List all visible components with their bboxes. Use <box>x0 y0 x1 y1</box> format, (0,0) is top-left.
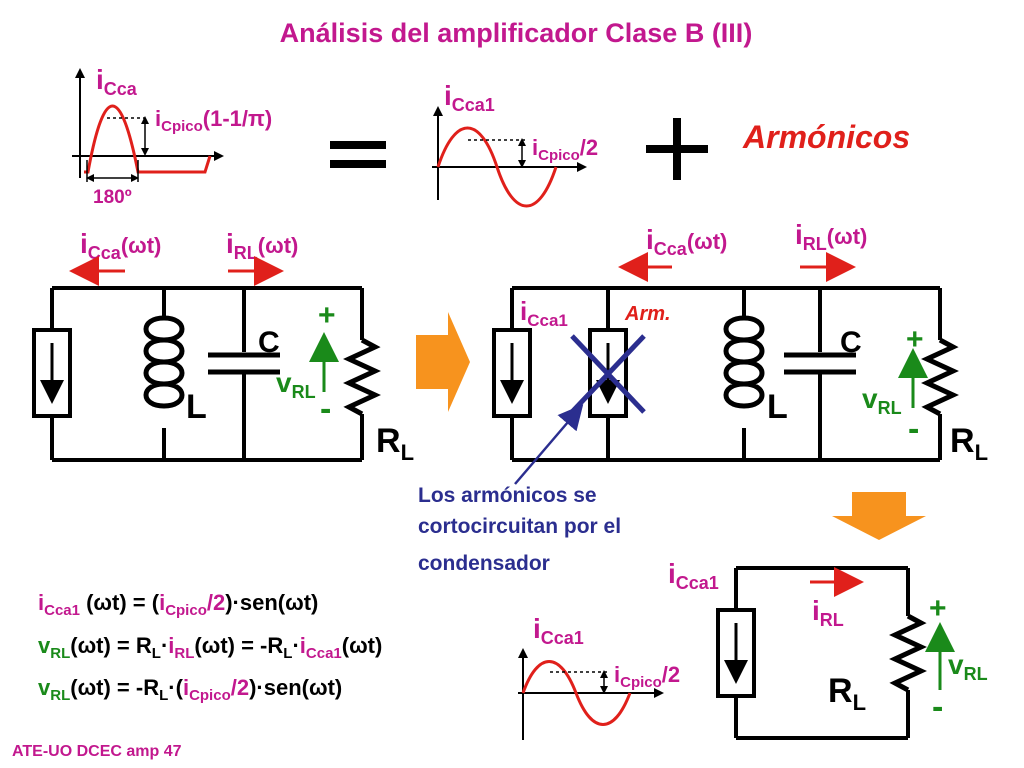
flow-arrow-right-icon <box>416 312 470 412</box>
bottom-sine-plot: iCca1 iCpico/2 <box>518 613 680 740</box>
right-minus-label: - <box>908 410 919 448</box>
bottom-resistor <box>889 613 927 693</box>
harmonics-note: Los armónicos se cortocircuitan por el c… <box>418 484 627 575</box>
flow-arrow-down-icon <box>832 492 926 540</box>
svg-text:iCca: iCca <box>96 64 138 99</box>
armonicos-label: Armónicos <box>742 119 910 155</box>
left-plus-label: + <box>318 299 336 332</box>
svg-text:RL: RL <box>376 422 414 465</box>
eq1-icca1: i <box>38 590 44 615</box>
svg-text:vRL: vRL <box>276 367 316 402</box>
left-icca-label: i <box>80 228 88 259</box>
x-axis-arrow-icon <box>577 162 587 172</box>
arm-label: Arm. <box>624 303 671 325</box>
y-axis-arrow-icon <box>433 106 443 116</box>
bottom-icca1-label: i <box>533 613 541 644</box>
right-circuit: iCca(ωt) iRL(ωt) + - vRL C L RL iCca1 Ar… <box>492 219 988 465</box>
svg-text:iCca1: iCca1 <box>533 613 584 648</box>
eq3-vrl: v <box>38 675 51 700</box>
left-c-label: C <box>258 326 280 359</box>
right-plus-label: + <box>906 323 924 356</box>
svg-text:iRL(ωt): iRL(ωt) <box>795 219 867 254</box>
fundamental-wave-plot: iCca1 iCpico/2 <box>432 80 598 208</box>
half-wave-trace <box>84 104 212 174</box>
svg-text:RL: RL <box>950 422 988 465</box>
right-icca-label: i <box>646 224 654 255</box>
svg-text:vRL(ωt) = RL·iRL(ωt) = -RL·iCc: vRL(ωt) = RL·iRL(ωt) = -RL·iCca1(ωt) <box>38 633 382 662</box>
svg-text:iCpico/2: iCpico/2 <box>532 135 598 164</box>
svg-text:iCpico(1-1/π): iCpico(1-1/π) <box>155 106 272 135</box>
bottom-vrl-label: v <box>948 649 964 680</box>
right-resistor <box>921 337 959 417</box>
x-axis-arrow-icon <box>214 151 224 161</box>
bottom-irl-label: i <box>812 595 820 626</box>
eq2-vrl: v <box>38 633 51 658</box>
svg-text:iCca1: iCca1 <box>444 80 495 115</box>
svg-text:vRL(ωt) = -RL·(iCpico/2)·sen(ω: vRL(ωt) = -RL·(iCpico/2)·sen(ωt) <box>38 675 342 704</box>
footer-label: ATE-UO DCEC amp 47 <box>12 743 182 760</box>
bottom-sine-trace <box>521 660 632 726</box>
right-rl-label: R <box>950 422 975 460</box>
half-wave-plot: iCca iCpico(1-1/π) 180º <box>72 64 272 208</box>
left-resistor <box>343 337 381 417</box>
equations: iCca1 (ωt) = (iCpico/2)·sen(ωt) vRL(ωt) … <box>38 590 382 704</box>
left-circuit: iCca(ωt) iRL(ωt) + - vRL C L RL <box>32 228 414 465</box>
x-axis-arrow-icon <box>654 688 664 698</box>
left-l-label: L <box>186 388 207 426</box>
svg-text:iRL(ωt): iRL(ωt) <box>226 228 298 263</box>
svg-text:iCca(ωt): iCca(ωt) <box>646 224 727 259</box>
left-rl-label: R <box>376 422 401 460</box>
note-pointer-arrow-icon <box>514 404 584 485</box>
bottom-plus-label: + <box>929 592 947 625</box>
right-c-label: C <box>840 326 862 359</box>
right-l-label: L <box>767 388 788 426</box>
svg-text:iCca1: iCca1 <box>520 296 568 330</box>
bottom-icca1-circuit-label: i <box>668 558 676 589</box>
equals-sign <box>330 141 386 168</box>
svg-text:iCca1 (ωt) = (iCpico/2)·sen(ωt: iCca1 (ωt) = (iCpico/2)·sen(ωt) <box>38 590 318 619</box>
svg-text:iCpico/2: iCpico/2 <box>614 662 680 691</box>
bottom-minus-label: - <box>932 688 943 726</box>
y-axis-arrow-icon <box>75 68 85 78</box>
icpico-label: i <box>155 106 161 131</box>
left-minus-label: - <box>320 390 331 428</box>
bottom-rl-label: R <box>828 672 853 710</box>
svg-text:RL: RL <box>828 672 866 715</box>
angle-label: 180º <box>93 187 132 208</box>
svg-text:iCca1: iCca1 <box>668 558 719 593</box>
left-vrl-label: v <box>276 367 292 398</box>
svg-text:vRL: vRL <box>948 649 988 684</box>
bottom-circuit: iRL iCca1 + - vRL RL <box>668 558 988 740</box>
icca-label: i <box>96 64 104 95</box>
right-inductor <box>723 315 765 409</box>
sine-trace <box>436 126 558 208</box>
bottom-half-label: i <box>614 662 620 687</box>
left-irl-label: i <box>226 228 234 259</box>
icca1-label: i <box>444 80 452 111</box>
svg-text:iRL: iRL <box>812 595 844 630</box>
right-icca1-label: i <box>520 296 527 326</box>
slide-title: Análisis del amplificador Clase B (III) <box>280 18 753 48</box>
svg-text:iCca(ωt): iCca(ωt) <box>80 228 161 263</box>
svg-text:vRL: vRL <box>862 383 902 418</box>
y-axis-arrow-icon <box>518 648 528 658</box>
right-vrl-label: v <box>862 383 878 414</box>
plus-sign <box>646 118 708 180</box>
right-irl-label: i <box>795 219 803 250</box>
half-amplitude-label: i <box>532 135 538 160</box>
left-inductor <box>143 315 185 409</box>
